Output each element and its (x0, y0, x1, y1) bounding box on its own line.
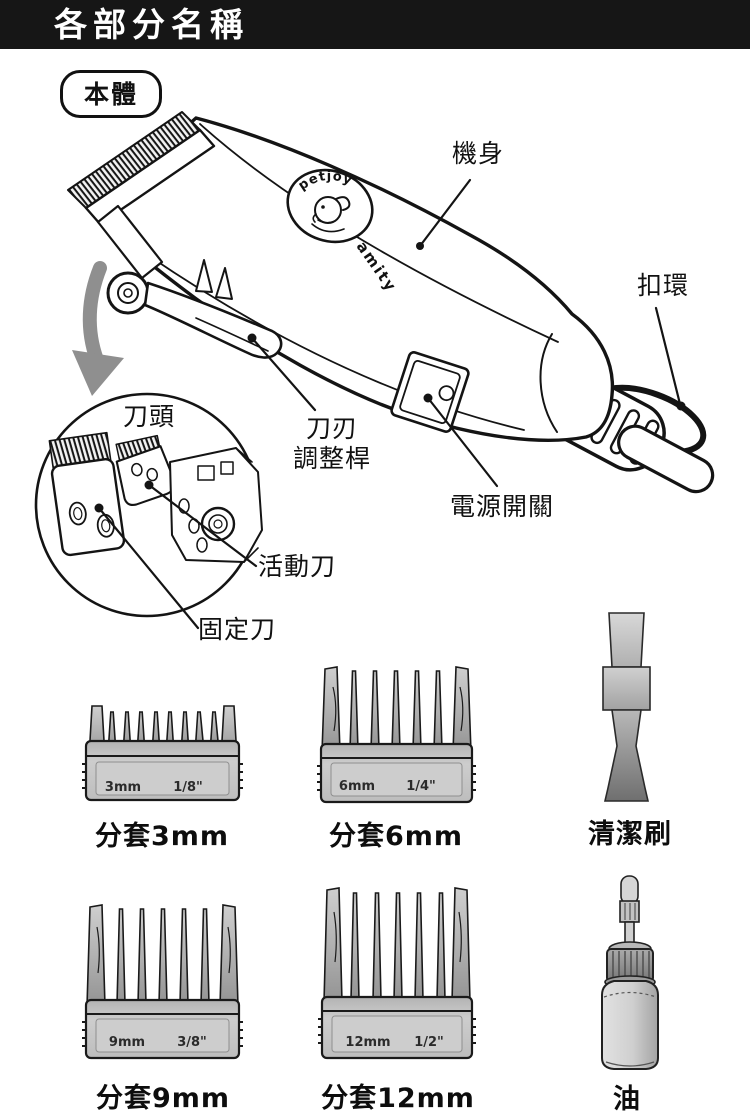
cord-end (617, 424, 715, 494)
comb-3mm-marking-mm: 3mm (105, 780, 141, 795)
label-buckle: 扣環 (637, 271, 690, 300)
label-blade-adjust-lever: 刀刃 調整桿 (281, 414, 383, 473)
clipper-drawing: petjoy amity (34, 111, 715, 630)
power-switch-drawing (390, 351, 470, 433)
comb-3mm-marking-inch: 1/8" (173, 780, 203, 795)
label-machine-body: 機身 (452, 139, 505, 168)
comb-12mm-marking-mm: 12mm (345, 1035, 390, 1050)
comb-12mm-marking-inch: 1/2" (414, 1035, 444, 1050)
label-blade-adjust-line2: 調整桿 (292, 443, 371, 473)
caption-comb-3mm: 分套3mm (94, 821, 230, 852)
page-title: 各部分名稱 (54, 5, 249, 44)
cleaning-brush-drawing (602, 612, 651, 802)
fixed-blade-drawing (48, 431, 126, 557)
caption-comb-12mm: 分套12mm (321, 1083, 475, 1114)
blade-teeth (67, 111, 216, 280)
caption-comb-6mm: 分套6mm (328, 821, 464, 852)
leader-lines (94, 178, 686, 630)
adjust-lever-drawing (106, 259, 283, 359)
label-fixed-blade: 固定刀 (198, 615, 277, 644)
label-blade-adjust-line1: 刀刃 (305, 414, 358, 443)
comb-6mm-marking-mm: 6mm (339, 779, 375, 794)
comb-3mm-drawing: 3mm 1/8" (82, 705, 243, 802)
section-label-body: 本體 (60, 70, 163, 118)
comb-12mm-drawing: 12mm 1/2" (318, 887, 476, 1060)
caption-oil: 油 (613, 1084, 641, 1114)
drive-assembly-drawing (169, 447, 263, 563)
label-movable-blade: 活動刀 (258, 552, 337, 581)
brand-logo: petjoy amity (286, 168, 401, 296)
movable-blade-drawing (115, 434, 176, 506)
oil-bottle-drawing (601, 875, 659, 1070)
comb-9mm-marking-inch: 3/8" (177, 1035, 207, 1050)
label-power-switch: 電源開關 (450, 492, 555, 521)
title-bar: 各部分名稱 (0, 0, 750, 49)
comb-6mm-drawing: 6mm 1/4" (317, 666, 476, 804)
arrow-down-icon (72, 261, 124, 396)
caption-comb-9mm: 分套9mm (95, 1083, 231, 1114)
caption-cleaning-brush: 清潔刷 (588, 819, 672, 850)
label-blade-head: 刀頭 (123, 402, 176, 431)
comb-9mm-marking-mm: 9mm (109, 1035, 145, 1050)
comb-9mm-drawing: 9mm 3/8" (82, 904, 243, 1060)
comb-6mm-marking-inch: 1/4" (406, 779, 436, 794)
